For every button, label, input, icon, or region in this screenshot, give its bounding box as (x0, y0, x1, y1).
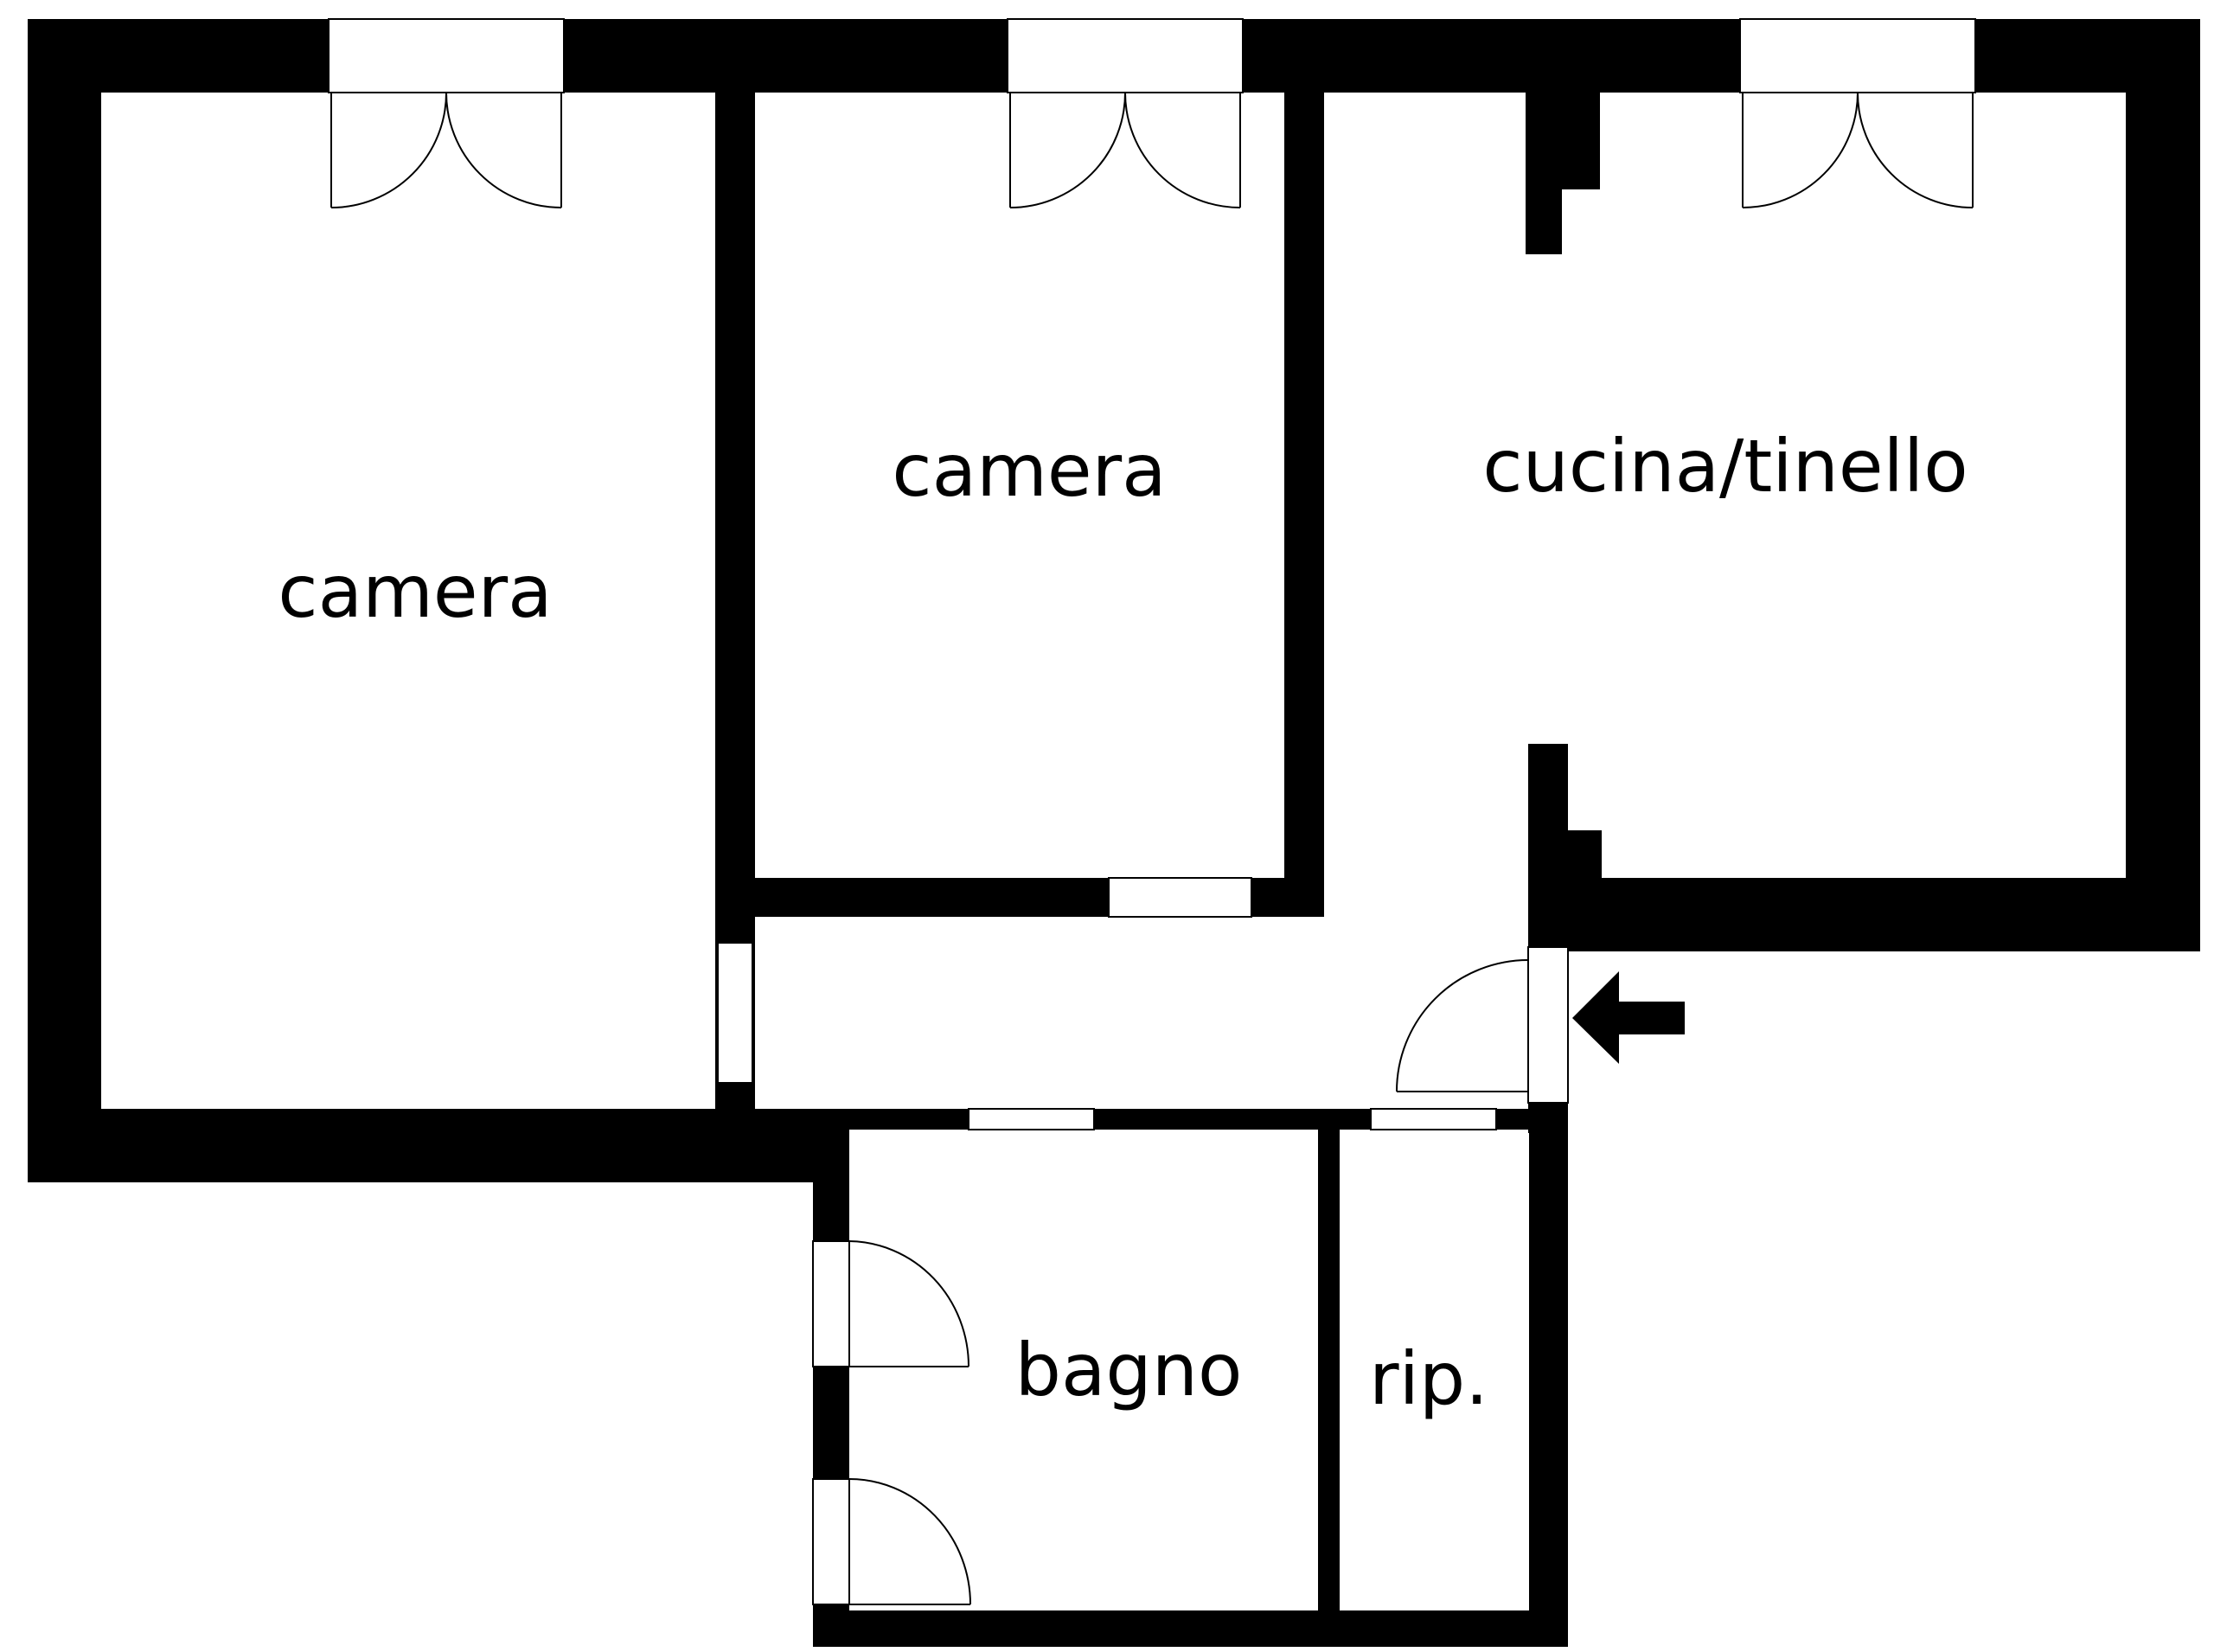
door-camera-left (717, 942, 753, 1084)
vent-rip (1370, 1108, 1497, 1130)
window-camera-center-bottom (1108, 877, 1252, 918)
room-label-bagno: bagno (1015, 1328, 1243, 1412)
door-bagno-upper (812, 1240, 969, 1367)
window-camera-center (1007, 18, 1244, 93)
window-cucina (1739, 18, 1976, 93)
window-camera-left (328, 18, 565, 93)
walls (28, 19, 2200, 1647)
room-label-camera-center: camera (892, 428, 1166, 513)
french-door-cucina (1742, 92, 1974, 208)
doors (330, 92, 1974, 1605)
french-door-camera-center (1009, 92, 1241, 208)
room-label-cucina-tinello: cucina/tinello (1482, 424, 1968, 509)
room-label-camera-left: camera (278, 549, 552, 634)
windows (328, 18, 1976, 1130)
entrance-arrow-icon (1572, 971, 1685, 1064)
entrance-door (1396, 946, 1569, 1104)
vent-bagno (968, 1108, 1095, 1130)
door-bagno-lower (812, 1478, 971, 1605)
room-label-ripostiglio: rip. (1369, 1336, 1488, 1421)
french-door-camera-left (330, 92, 562, 208)
